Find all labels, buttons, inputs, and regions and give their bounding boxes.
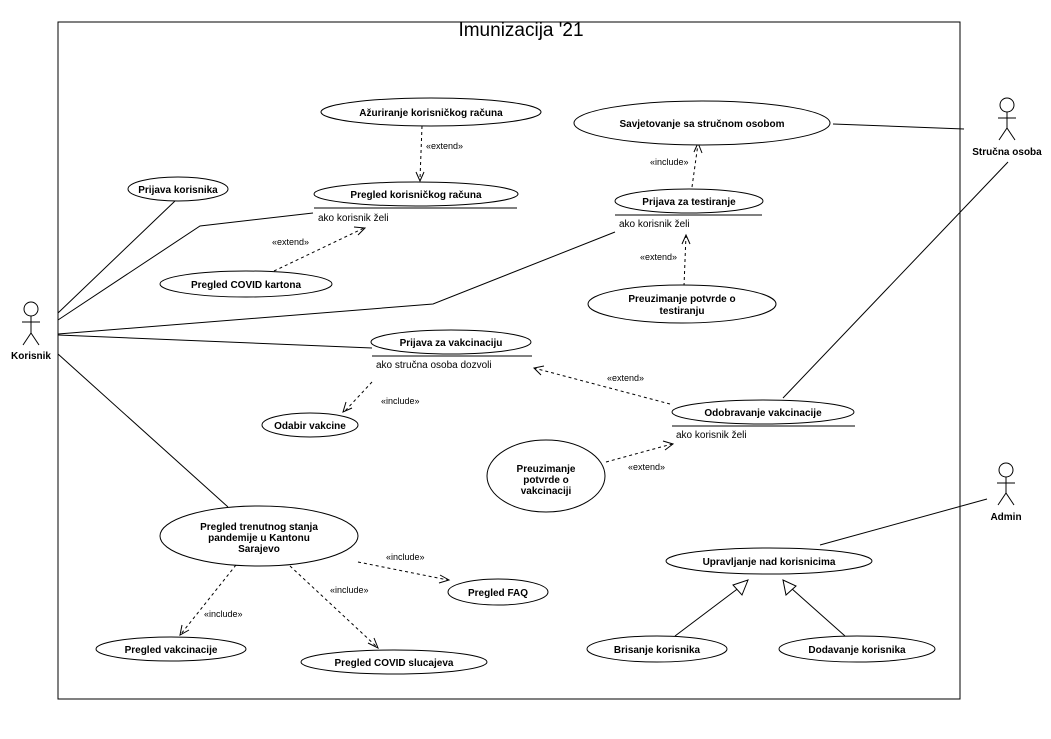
stereo-include-testiranje: «include» — [650, 157, 689, 167]
svg-text:Stručna osoba: Stručna osoba — [972, 147, 1042, 158]
stereo-include-odabir: «include» — [381, 396, 420, 406]
stereo-extend-preuzimanje-test: «extend» — [640, 252, 677, 262]
associations — [57, 123, 1009, 546]
assoc-korisnik-pregled-stanja — [57, 353, 229, 508]
dep-vakcinacija-odabir — [344, 381, 373, 412]
svg-text:Upravljanje nad korisnicima: Upravljanje nad korisnicima — [703, 557, 836, 568]
use-case-pregled-racuna[interactable]: Pregled korisničkog računa ako korisnik … — [313, 181, 519, 224]
use-case-preuzimanje-testiranje[interactable]: Preuzimanje potvrde o testiranju — [587, 284, 777, 324]
diagram-title: Imunizacija '21 — [458, 20, 583, 41]
use-case-pregled-covid-slucajeva[interactable]: Pregled COVID slucajeva — [300, 649, 488, 675]
gen-arrowhead-dodavanje — [782, 579, 797, 596]
dep-testiranje-savjetovanje — [691, 143, 699, 188]
use-case-pregled-stanja[interactable]: Pregled trenutnog stanja pandemije u Kan… — [159, 505, 359, 567]
gen-dodavanje-upravljanje — [790, 587, 846, 637]
condition-racun: ako korisnik želi — [318, 213, 389, 224]
assoc-strucna-savjetovanje — [832, 123, 965, 130]
generalizations — [674, 579, 846, 637]
use-case-prijava-testiranje[interactable]: Prijava za testiranje ako korisnik želi — [614, 188, 764, 230]
condition-testiranje: ako korisnik želi — [619, 219, 690, 230]
assoc-korisnik-pregled-racuna — [57, 212, 314, 321]
use-case-dodavanje[interactable]: Dodavanje korisnika — [778, 635, 936, 663]
dep-stanje-slucajevi — [289, 565, 378, 648]
svg-text:Pregled vakcinacije: Pregled vakcinacije — [125, 645, 218, 656]
svg-text:testiranju: testiranju — [659, 306, 704, 317]
dep-stanje-vakcinacije — [180, 564, 237, 635]
dep-azuriranje-racun — [419, 125, 423, 180]
actor-admin[interactable]: Admin — [990, 462, 1022, 523]
assoc-admin-upravljanje — [819, 498, 988, 546]
svg-text:Pregled COVID kartona: Pregled COVID kartona — [191, 280, 301, 291]
use-case-upravljanje[interactable]: Upravljanje nad korisnicima — [665, 547, 873, 575]
stereo-include-slucajevi: «include» — [330, 585, 369, 595]
use-case-brisanje[interactable]: Brisanje korisnika — [586, 635, 728, 663]
stereo-include-faq: «include» — [386, 552, 425, 562]
gen-arrowhead-brisanje — [732, 579, 749, 596]
dep-preuzimanje-testiranje — [683, 234, 687, 287]
use-case-pregled-faq[interactable]: Pregled FAQ — [447, 578, 549, 606]
svg-text:potvrde o: potvrde o — [523, 475, 569, 486]
actor-korisnik[interactable]: Korisnik — [11, 301, 51, 362]
svg-text:Ažuriranje korisničkog računa: Ažuriranje korisničkog računa — [359, 108, 503, 119]
svg-text:Dodavanje korisnika: Dodavanje korisnika — [808, 645, 906, 656]
svg-text:Prijava za testiranje: Prijava za testiranje — [642, 197, 736, 208]
stereo-include-vakcinacije: «include» — [204, 609, 243, 619]
svg-text:Pregled COVID slucajeva: Pregled COVID slucajeva — [335, 658, 454, 669]
svg-text:Korisnik: Korisnik — [11, 351, 51, 362]
stereo-extend-azuriranje: «extend» — [426, 141, 463, 151]
svg-text:Pregled trenutnog stanja: Pregled trenutnog stanja — [200, 522, 318, 533]
use-case-odobravanje[interactable]: Odobravanje vakcinacije ako korisnik žel… — [671, 399, 855, 441]
svg-text:Preuzimanje potvrde o: Preuzimanje potvrde o — [628, 294, 735, 305]
use-case-odabir-vakcine[interactable]: Odabir vakcine — [261, 412, 359, 438]
actor-strucna-osoba[interactable]: Stručna osoba — [972, 97, 1042, 158]
stereo-extend-odobravanje: «extend» — [607, 373, 644, 383]
svg-text:Prijava korisnika: Prijava korisnika — [138, 185, 218, 196]
use-case-prijava-korisnika[interactable]: Prijava korisnika — [127, 176, 229, 202]
svg-text:Brisanje korisnika: Brisanje korisnika — [614, 645, 701, 656]
svg-text:vakcinaciji: vakcinaciji — [521, 486, 572, 497]
dependencies: «extend» «extend» «include» «extend» «in… — [179, 125, 703, 650]
assoc-korisnik-prijava-korisnika — [57, 200, 176, 314]
assoc-strucna-odobravanje — [782, 161, 1009, 399]
assoc-korisnik-prijava-vakcinacija — [57, 334, 373, 349]
condition-odobravanje: ako korisnik želi — [676, 430, 747, 441]
svg-text:Odobravanje vakcinacije: Odobravanje vakcinacije — [704, 408, 822, 419]
stereo-extend-karton: «extend» — [272, 237, 309, 247]
svg-text:Odabir vakcine: Odabir vakcine — [274, 421, 346, 432]
svg-text:Pregled korisničkog računa: Pregled korisničkog računa — [350, 190, 482, 201]
system-boundary — [57, 21, 961, 700]
use-case-savjetovanje[interactable]: Savjetovanje sa stručnom osobom — [573, 100, 831, 146]
assoc-korisnik-prijava-testiranje — [57, 231, 616, 335]
svg-text:Prijava za vakcinaciju: Prijava za vakcinaciju — [400, 338, 503, 349]
svg-text:pandemije u Kantonu: pandemije u Kantonu — [208, 533, 310, 544]
dep-preuzimanje-odobravanje — [605, 443, 673, 463]
condition-vakcinacija: ako stručna osoba dozvoli — [376, 360, 492, 371]
svg-text:Pregled FAQ: Pregled FAQ — [468, 588, 528, 599]
svg-text:Savjetovanje sa stručnom osobo: Savjetovanje sa stručnom osobom — [619, 119, 784, 130]
use-case-pregled-covid-kartona[interactable]: Pregled COVID kartona — [159, 270, 333, 298]
dep-stanje-faq — [357, 561, 449, 581]
use-case-azuriranje[interactable]: Ažuriranje korisničkog računa — [320, 97, 542, 127]
use-case-prijava-vakcinacija[interactable]: Prijava za vakcinaciju ako stručna osoba… — [370, 329, 532, 371]
svg-text:Sarajevo: Sarajevo — [238, 544, 280, 555]
stereo-extend-preuzimanje-vak: «extend» — [628, 462, 665, 472]
use-case-preuzimanje-vakcinacija[interactable]: Preuzimanje potvrde o vakcinaciji — [486, 439, 606, 513]
svg-text:Preuzimanje: Preuzimanje — [517, 464, 576, 475]
dep-karton-racun — [273, 227, 365, 272]
use-case-pregled-vakcinacije[interactable]: Pregled vakcinacije — [95, 636, 247, 662]
svg-text:Admin: Admin — [990, 512, 1021, 523]
gen-brisanje-upravljanje — [674, 586, 741, 637]
dep-odobravanje-vakcinacija — [533, 367, 671, 405]
